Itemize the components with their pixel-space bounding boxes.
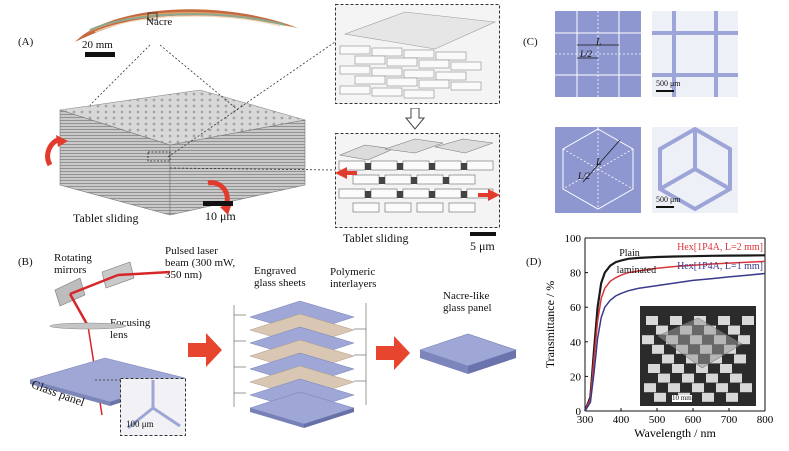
- panel-a-label: (A): [18, 36, 34, 48]
- square-pattern-schematic: [555, 11, 641, 97]
- scale-bar-zoom: [470, 232, 496, 236]
- nacre-block-image: [45, 89, 306, 216]
- stacked-layers-image: [233, 300, 367, 428]
- tablet-zoom-bottom-image: [335, 133, 500, 228]
- tablet-zoom-top-image: [335, 4, 500, 104]
- hex-pattern-micrograph: [652, 127, 738, 213]
- inset-tile: [648, 364, 660, 373]
- inset-tile: [728, 325, 740, 335]
- scale-label-inset: 100 μm: [126, 419, 154, 429]
- nacre-shell-image: [75, 9, 298, 42]
- inset-glass-panel: [657, 317, 743, 369]
- inset-tile: [672, 364, 684, 373]
- scale-bar-c-bottom: [656, 206, 674, 208]
- y-tick-label: 60: [570, 302, 582, 314]
- nacre-label: Nacre: [146, 16, 173, 28]
- label-nacre-like-panel: Nacre-like glass panel: [443, 290, 492, 314]
- y-axis-label: Transmittance / %: [543, 281, 557, 369]
- square-pattern-micrograph: [652, 11, 738, 97]
- inset-tile: [738, 335, 750, 345]
- label-focusing-lens: Focusing lens: [110, 317, 151, 341]
- inset-scale-label: 10 mm: [672, 394, 692, 403]
- inset-tile: [696, 364, 708, 373]
- x-tick-label: 500: [649, 414, 666, 426]
- down-arrow-icon: [405, 108, 425, 130]
- y-tick-label: 0: [576, 406, 582, 418]
- inset-tile: [702, 392, 714, 402]
- series-label-hex-1mm: Hex[1P4A, L=1 mm]: [677, 261, 763, 272]
- caption-tablet-sliding-left: Tablet sliding: [73, 211, 139, 225]
- series-line-1: [583, 254, 766, 412]
- caption-tablet-sliding-right: Tablet sliding: [343, 231, 409, 245]
- x-axis-label: Wavelength / nm: [634, 426, 716, 440]
- inset-tile: [656, 325, 668, 335]
- inset-tile: [654, 392, 666, 402]
- x-tick-label: 600: [685, 414, 702, 426]
- series-label-hex-2mm: Hex[1P4A, L=2 mm]: [677, 242, 763, 253]
- inset-tile: [652, 344, 664, 354]
- x-tick-label: 300: [577, 414, 594, 426]
- series-label-plain-2: laminated: [617, 265, 656, 276]
- chart-inset-photo: [640, 306, 756, 406]
- label-pulsed-laser: Pulsed laser beam (300 mW, 350 nm): [165, 245, 236, 281]
- scale-label-zoom: 5 μm: [470, 239, 495, 253]
- inset-tile: [646, 316, 658, 325]
- x-tick-label: 400: [613, 414, 630, 426]
- scale-label-shell: 20 mm: [82, 39, 113, 51]
- process-arrow-1-icon: [188, 333, 222, 367]
- final-panel-image: [419, 333, 517, 374]
- square-L-half-label: L/2: [580, 49, 593, 59]
- square-L-label: L: [596, 37, 602, 48]
- inset-crack-image: [120, 378, 186, 436]
- inset-tile: [658, 373, 670, 383]
- x-tick-label: 700: [721, 414, 738, 426]
- series-line-2: [584, 260, 766, 412]
- inset-tile: [642, 335, 654, 345]
- inset-tile: [670, 316, 682, 325]
- inset-tile: [706, 373, 718, 383]
- panel-c-label: (C): [523, 36, 538, 48]
- panel-b-label: (B): [18, 256, 33, 268]
- inset-tile: [692, 383, 704, 393]
- inset-tile: [716, 383, 728, 393]
- process-arrow-2-icon: [376, 336, 410, 370]
- scale-bar-block: [203, 201, 233, 206]
- y-tick-label: 40: [570, 337, 582, 349]
- inset-tile: [740, 383, 752, 393]
- scale-label-block: 10 μm: [205, 209, 236, 223]
- scale-label-c-bottom: 500 μm: [656, 195, 681, 204]
- inset-tile: [682, 373, 694, 383]
- label-rotating-mirrors: Rotating mirrors: [54, 252, 92, 276]
- inset-tile: [644, 383, 656, 393]
- transmittance-chart: 300 400 500 600 700 800 0 20 40 60 80 100Wavelength…: [543, 233, 774, 440]
- inset-tile: [720, 364, 732, 373]
- series-line-3: [584, 272, 766, 412]
- scale-bar-shell: [85, 52, 115, 57]
- scale-bar-c-top: [656, 90, 674, 92]
- y-tick-label: 80: [570, 268, 582, 280]
- inset-tile: [662, 354, 674, 364]
- hex-pattern-schematic: [555, 127, 641, 213]
- y-tick-label: 100: [565, 233, 582, 245]
- y-tick-label: 20: [570, 371, 582, 383]
- x-tick-label: 800: [757, 414, 774, 426]
- inset-tile: [730, 373, 742, 383]
- inset-tile: [742, 316, 754, 325]
- inset-tile: [718, 316, 730, 325]
- label-polymeric-interlayers: Polymeric interlayers: [330, 266, 377, 290]
- scale-label-c-top: 500 μm: [656, 79, 681, 88]
- inset-tile: [726, 392, 738, 402]
- label-engraved-sheets: Engraved glass sheets: [254, 265, 306, 289]
- inset-tile: [734, 354, 746, 364]
- hex-L-label: L: [596, 157, 602, 168]
- series-label-plain-1: Plain: [619, 248, 640, 259]
- panel-d-label: (D): [526, 256, 542, 268]
- hex-L-half-label: L/2: [578, 171, 591, 181]
- inset-tile: [668, 383, 680, 393]
